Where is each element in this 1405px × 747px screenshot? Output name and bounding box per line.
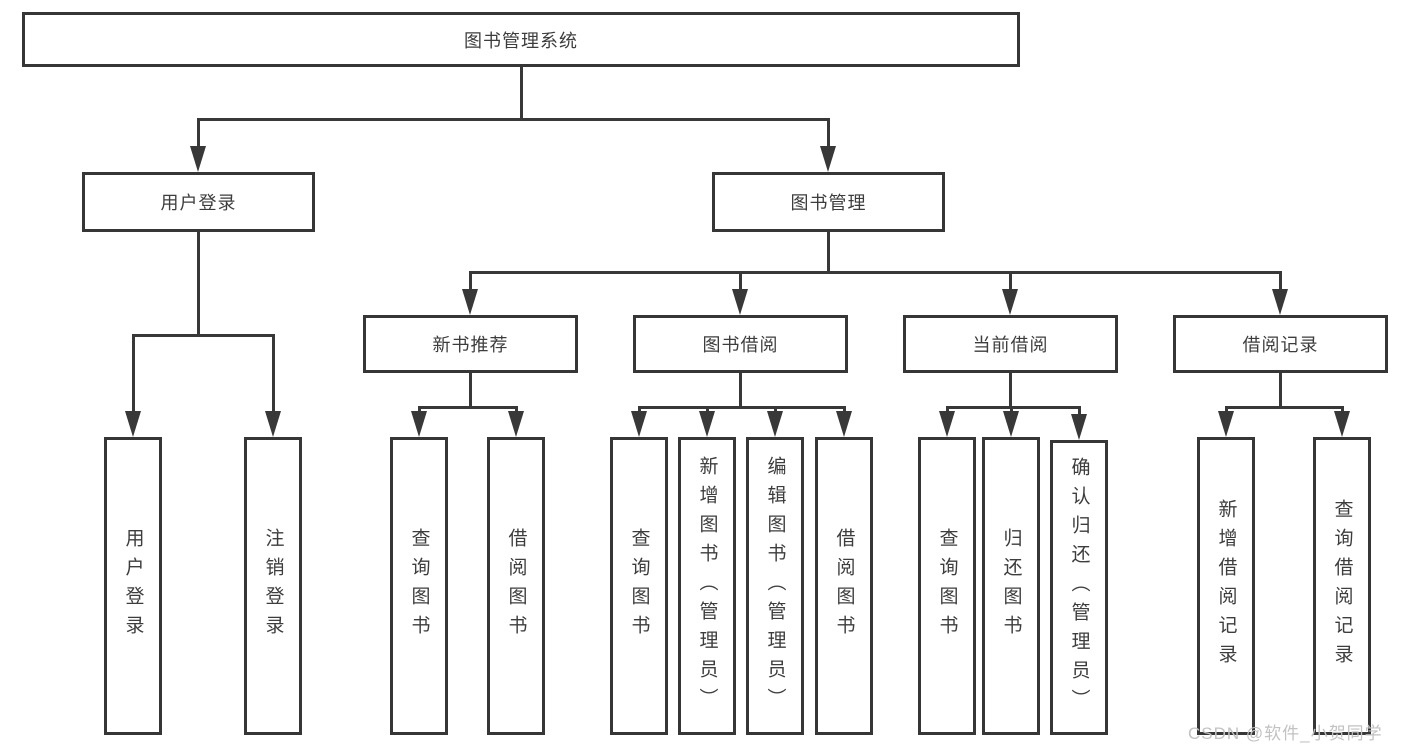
connector-arrow-shaft [1078, 406, 1081, 415]
connector-arrow-shaft [946, 406, 949, 415]
connector-arrow-shaft [469, 271, 472, 291]
connector-book-mgmt-stem [827, 232, 830, 273]
connector-level2-rail [197, 118, 830, 121]
connector-recommend-stem [469, 373, 472, 409]
connector-arrow-shaft [272, 334, 275, 414]
arrow-head [190, 146, 206, 172]
connector-arrow-shaft [1010, 406, 1013, 415]
leaf-add-books-admin: 新增图书（管理员） [678, 437, 736, 735]
connector-arrow-shaft [1009, 271, 1012, 291]
arrow-head [1071, 414, 1087, 440]
node-borrowing-records: 借阅记录 [1173, 315, 1388, 373]
leaf-label: 借阅图书 [505, 528, 527, 644]
arrow-head [508, 411, 524, 437]
arrow-head [732, 289, 748, 315]
arrow-head [699, 411, 715, 437]
connector-level3-rail [469, 271, 1282, 274]
connector-borrowing-stem [739, 373, 742, 409]
leaf-label: 新增借阅记录 [1215, 499, 1237, 673]
leaf-logout: 注销登录 [244, 437, 302, 735]
arrow-head [767, 411, 783, 437]
arrow-head [411, 411, 427, 437]
leaf-label: 查询借阅记录 [1331, 499, 1353, 673]
leaf-query-books-borrow: 查询图书 [610, 437, 668, 735]
connector-current-stem [1009, 373, 1012, 409]
arrow-head [1218, 411, 1234, 437]
leaf-label: 归还图书 [1000, 528, 1022, 644]
leaf-query-books-recommend: 查询图书 [390, 437, 448, 735]
connector-recommend-rail [418, 406, 518, 409]
leaf-return-books: 归还图书 [982, 437, 1040, 735]
arrow-head [1003, 411, 1019, 437]
leaf-add-borrow-record: 新增借阅记录 [1197, 437, 1255, 735]
connector-user-login-stem [197, 232, 200, 336]
arrow-head [939, 411, 955, 437]
connector-user-login-rail [132, 334, 275, 337]
arrow-head [462, 289, 478, 315]
leaf-label: 新增图书（管理员） [696, 455, 718, 717]
arrow-head [836, 411, 852, 437]
node-current-borrowing: 当前借阅 [903, 315, 1118, 373]
leaf-user-login: 用户登录 [104, 437, 162, 735]
connector-arrow-shaft [1341, 406, 1344, 415]
leaf-label: 查询图书 [628, 528, 650, 644]
csdn-watermark: CSDN @软件_小贺同学 [1188, 724, 1383, 743]
connector-arrow-shaft [418, 406, 421, 415]
connector-arrow-shaft [843, 406, 846, 415]
leaf-borrow-books-recommend: 借阅图书 [487, 437, 545, 735]
node-new-book-recommend: 新书推荐 [363, 315, 578, 373]
connector-arrow-shaft [774, 406, 777, 415]
arrow-head [820, 146, 836, 172]
leaf-label: 编辑图书（管理员） [764, 455, 786, 717]
connector-arrow-shaft [827, 118, 830, 150]
connector-records-stem [1279, 373, 1282, 409]
connector-borrowing-rail [638, 406, 846, 409]
leaf-label: 确认归还（管理员） [1068, 457, 1090, 718]
arrow-head [631, 411, 647, 437]
leaf-confirm-return-admin: 确认归还（管理员） [1050, 440, 1108, 735]
leaf-label: 查询图书 [408, 528, 430, 644]
connector-arrow-shaft [1279, 271, 1282, 291]
node-user-login: 用户登录 [82, 172, 315, 232]
leaf-edit-books-admin: 编辑图书（管理员） [746, 437, 804, 735]
leaf-query-borrow-record: 查询借阅记录 [1313, 437, 1371, 735]
connector-current-rail [946, 406, 1081, 409]
leaf-query-books-current: 查询图书 [918, 437, 976, 735]
leaf-label: 用户登录 [122, 528, 144, 644]
connector-arrow-shaft [638, 406, 641, 415]
node-root: 图书管理系统 [22, 12, 1020, 67]
connector-records-rail [1225, 406, 1344, 409]
arrow-head [1334, 411, 1350, 437]
leaf-borrow-books: 借阅图书 [815, 437, 873, 735]
connector-arrow-shaft [197, 118, 200, 150]
connector-arrow-shaft [706, 406, 709, 415]
node-book-borrowing: 图书借阅 [633, 315, 848, 373]
connector-arrow-shaft [515, 406, 518, 415]
leaf-label: 注销登录 [262, 528, 284, 644]
arrow-head [265, 411, 281, 437]
connector-arrow-shaft [739, 271, 742, 291]
connector-root-stem [520, 67, 523, 120]
node-book-management: 图书管理 [712, 172, 945, 232]
arrow-head [1002, 289, 1018, 315]
connector-arrow-shaft [132, 334, 135, 414]
leaf-label: 查询图书 [936, 528, 958, 644]
arrow-head [125, 411, 141, 437]
arrow-head [1272, 289, 1288, 315]
leaf-label: 借阅图书 [833, 528, 855, 644]
connector-arrow-shaft [1225, 406, 1228, 415]
